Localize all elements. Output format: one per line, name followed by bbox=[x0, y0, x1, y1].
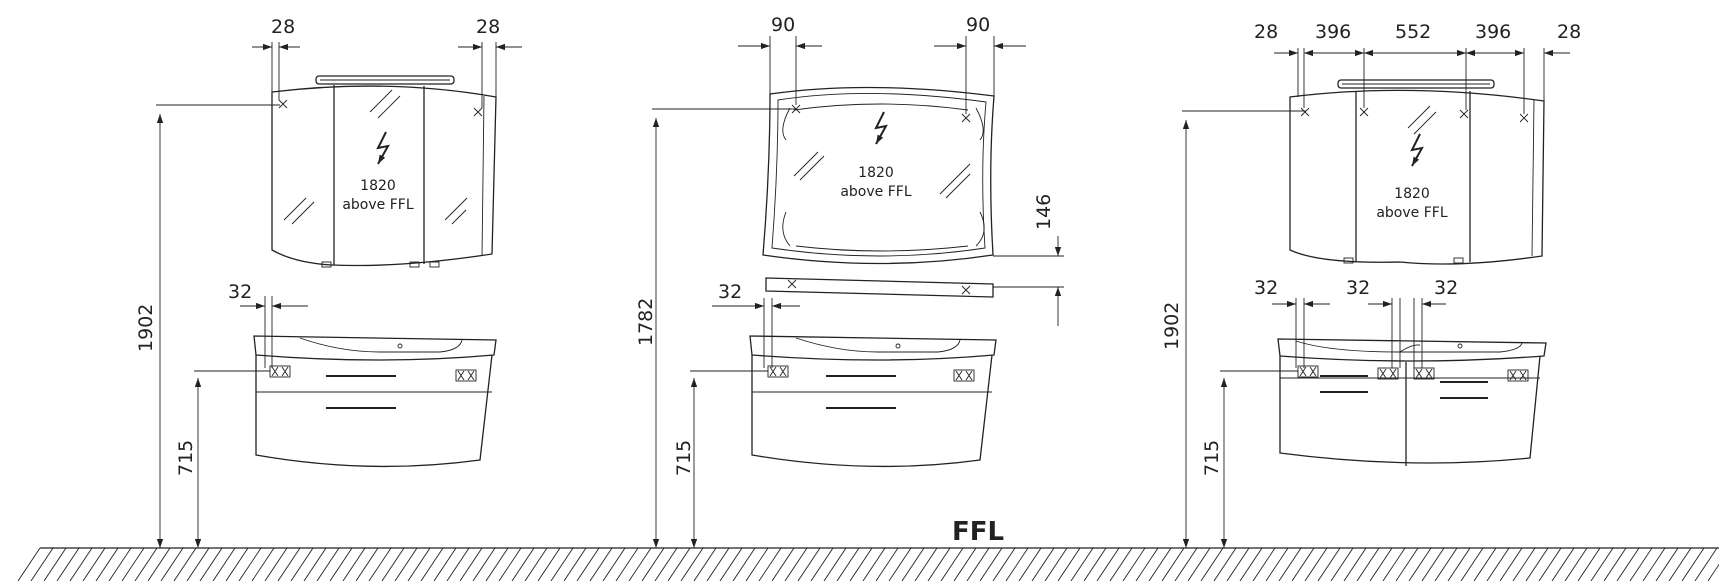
variant-1-light-above-ffl: above FFL bbox=[342, 197, 413, 213]
v2-dim-basin-offset: 32 bbox=[718, 281, 742, 303]
variant-3-light-height: 1820 bbox=[1394, 186, 1430, 202]
v3-dim-top-5: 28 bbox=[1557, 21, 1581, 43]
variant-2-light-above-ffl: above FFL bbox=[840, 184, 911, 200]
v3-dim-top-2: 396 bbox=[1315, 21, 1351, 43]
v3-dim-top-1: 28 bbox=[1254, 21, 1278, 43]
v3-dim-vanity-height: 715 bbox=[1201, 440, 1223, 476]
v1-dim-top-right: 28 bbox=[476, 16, 500, 38]
v2-dim-top-left: 90 bbox=[771, 14, 795, 36]
variant-1-vanity bbox=[253, 335, 497, 468]
floor-label: FFL bbox=[952, 517, 1004, 547]
variant-3-mirror-cabinet bbox=[1289, 79, 1545, 265]
v1-dim-basin-offset: 32 bbox=[228, 281, 252, 303]
v1-dim-vanity-height: 715 bbox=[175, 440, 197, 476]
variant-3-light-above-ffl: above FFL bbox=[1376, 205, 1447, 221]
variant-3-dimensions bbox=[1182, 48, 1570, 548]
variant-2-shelf bbox=[765, 277, 994, 298]
v3-dim-total-height: 1902 bbox=[1161, 302, 1183, 350]
v3-dim-basin-2: 32 bbox=[1346, 277, 1370, 299]
v2-dim-total-height: 1782 bbox=[635, 298, 657, 346]
v1-dim-total-height: 1902 bbox=[135, 304, 157, 352]
variant-2-vanity bbox=[749, 335, 997, 468]
variant-1-mirror-cabinet bbox=[271, 75, 497, 268]
v3-dim-basin-1: 32 bbox=[1254, 277, 1278, 299]
v2-dim-shelf-gap: 146 bbox=[1033, 194, 1055, 230]
variant-2-mirror bbox=[762, 86, 995, 265]
v2-dim-top-right: 90 bbox=[966, 14, 990, 36]
v3-dim-top-3: 552 bbox=[1395, 21, 1431, 43]
v2-dim-vanity-height: 715 bbox=[673, 440, 695, 476]
variant-3-vanity bbox=[1277, 338, 1547, 466]
variant-1-light-height: 1820 bbox=[360, 178, 396, 194]
v1-dim-top-left: 28 bbox=[271, 16, 295, 38]
variant-2-dimensions bbox=[652, 36, 1064, 548]
v3-dim-top-4: 396 bbox=[1475, 21, 1511, 43]
floor-hatch bbox=[17, 547, 1719, 581]
v3-dim-basin-3: 32 bbox=[1434, 277, 1458, 299]
variant-1-dimensions bbox=[156, 42, 522, 548]
variant-2-light-height: 1820 bbox=[858, 165, 894, 181]
